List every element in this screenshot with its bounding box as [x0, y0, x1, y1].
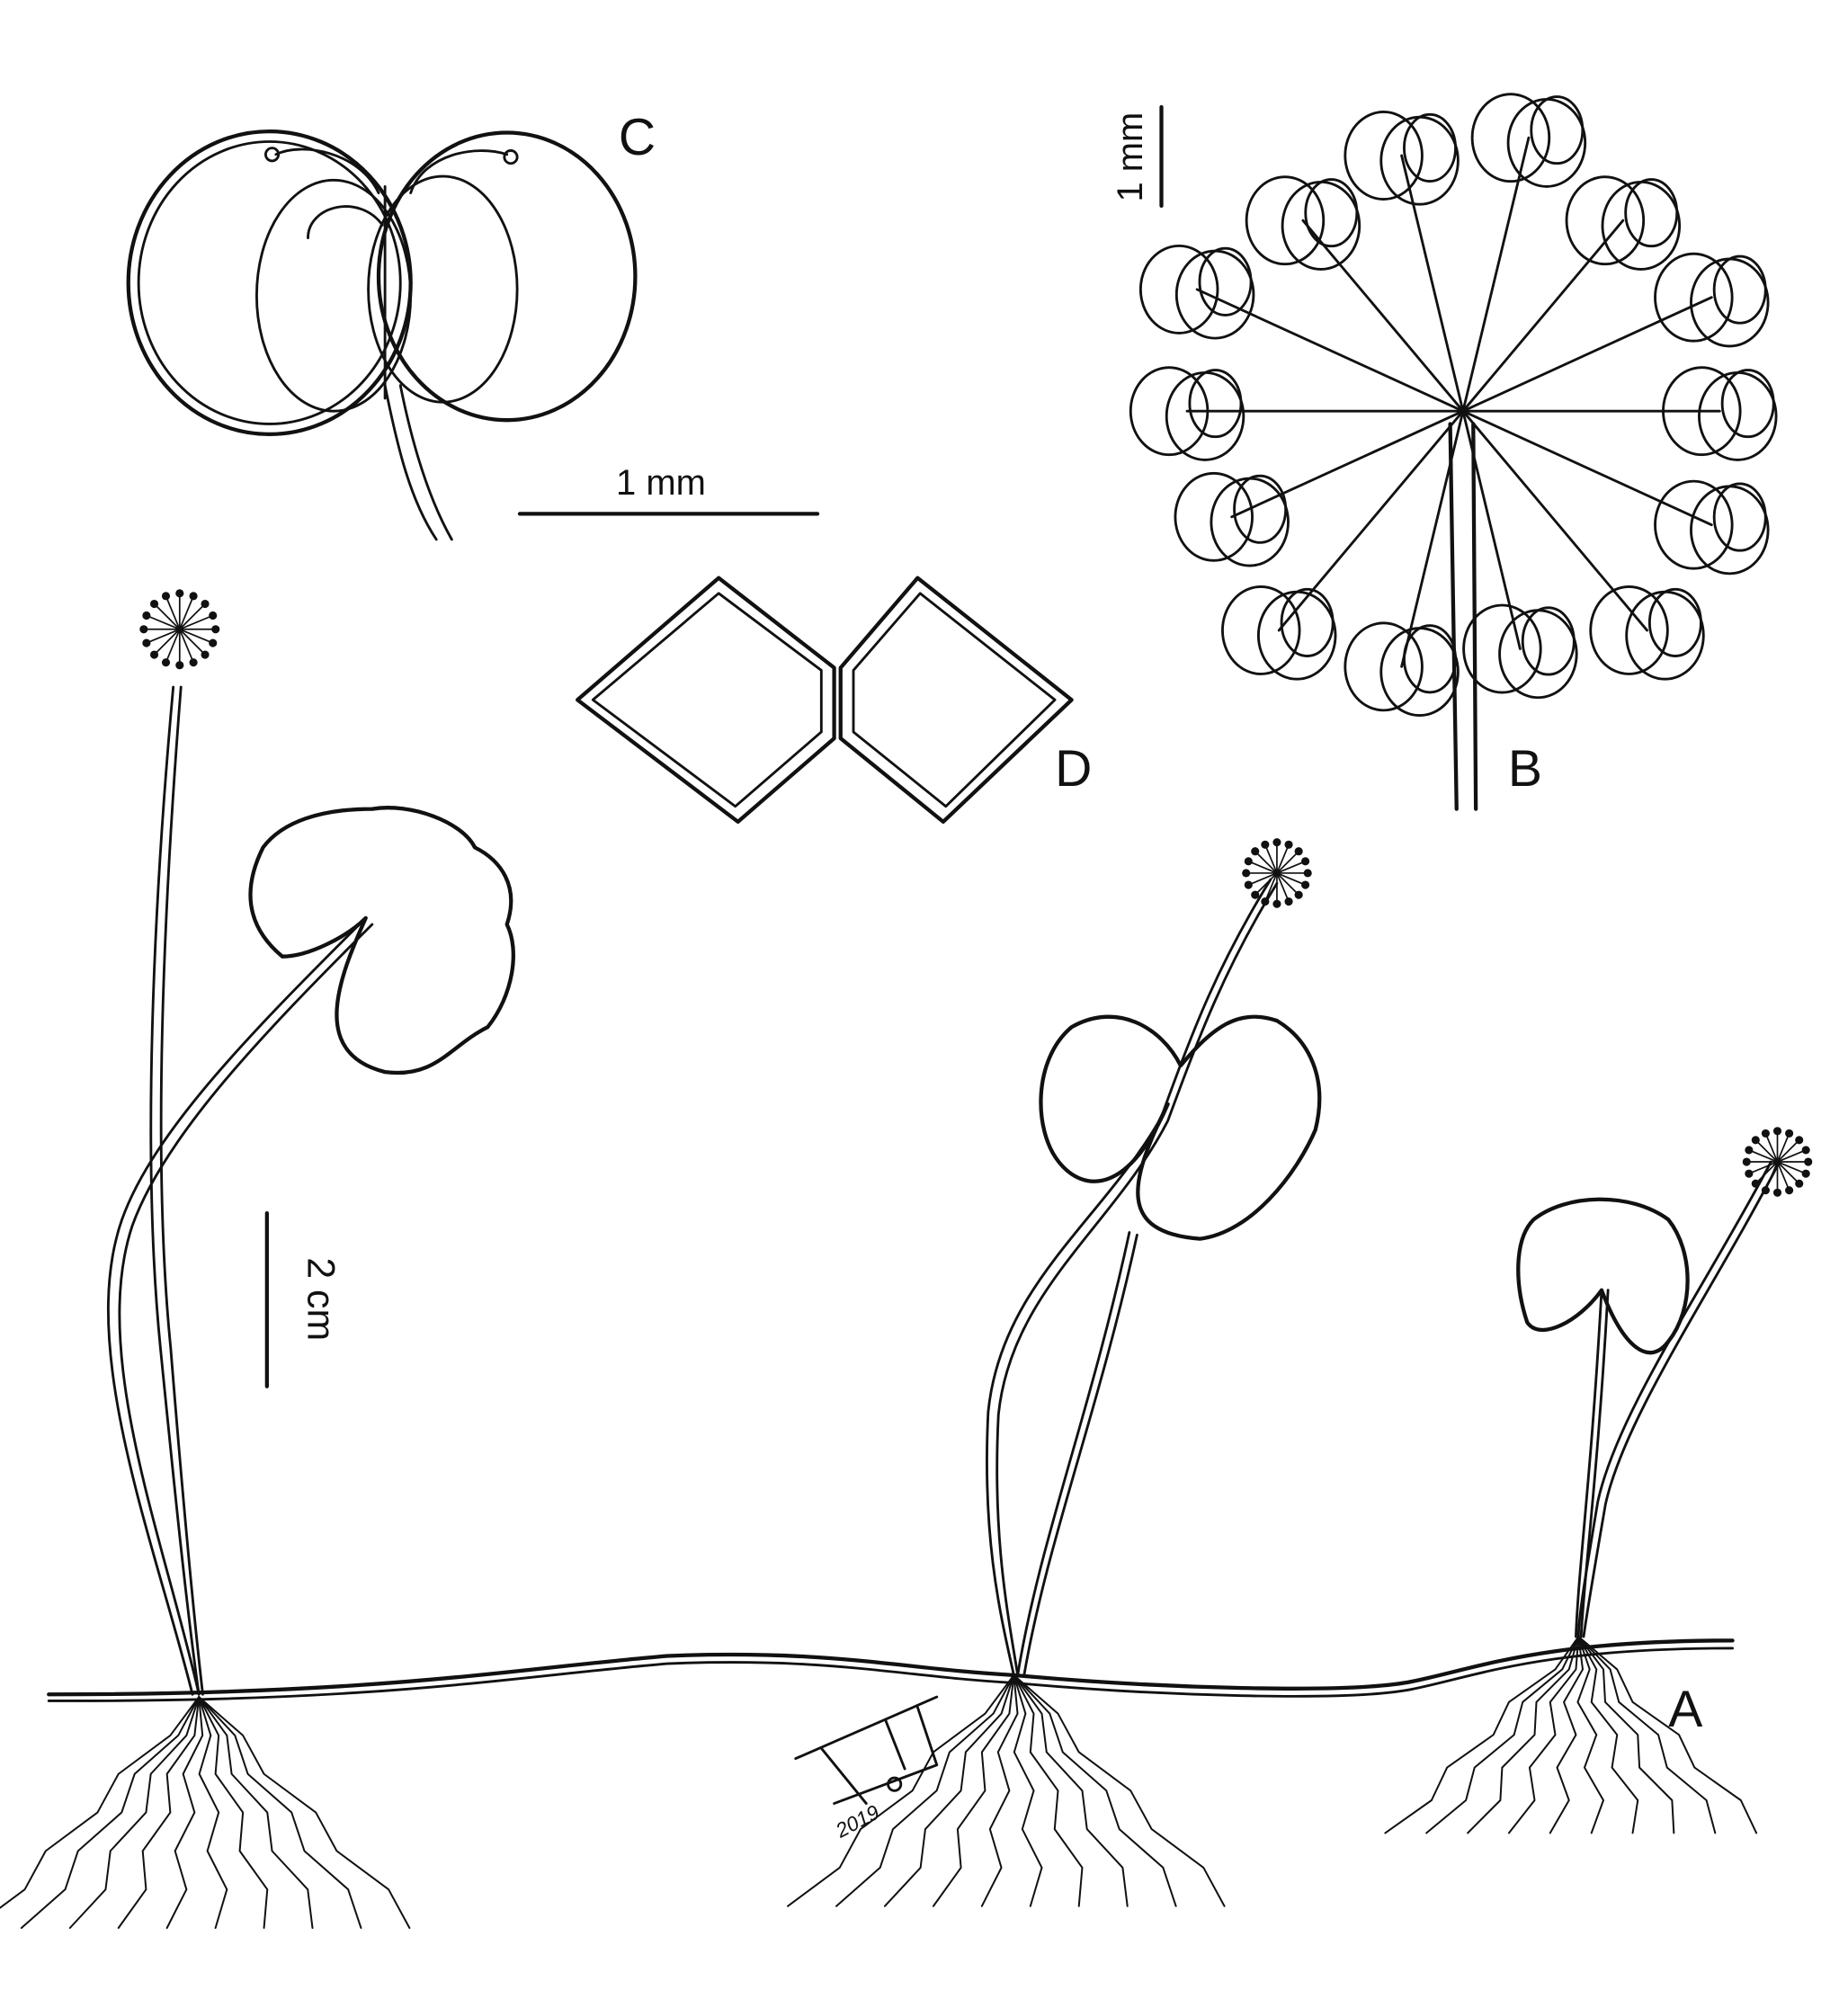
fruit — [1654, 252, 1770, 348]
fruit — [1344, 621, 1460, 718]
umbel-ray — [1400, 409, 1465, 668]
artist-signature: 2019 — [794, 1695, 939, 1843]
leaf — [1039, 1014, 1322, 1241]
panel-c-fruit — [126, 129, 638, 541]
roots — [0, 1696, 411, 1929]
fruit — [1654, 479, 1770, 576]
umbel-ray — [1230, 409, 1465, 519]
umbel-ray — [1461, 136, 1531, 413]
umbel-ray — [1461, 409, 1522, 650]
fruit — [1589, 585, 1705, 681]
umbel-ray — [1301, 219, 1465, 413]
fruit — [1221, 585, 1337, 681]
fruit — [1138, 244, 1255, 340]
leaf — [1516, 1197, 1690, 1355]
roots — [787, 1673, 1226, 1907]
panel-b-umbel — [1129, 93, 1778, 811]
umbel — [1742, 1127, 1813, 1197]
fruit — [1662, 366, 1778, 461]
stolon — [47, 1638, 1735, 1697]
panel-label-c: C — [619, 109, 656, 166]
umbel-ray — [1195, 288, 1465, 413]
leaf — [248, 806, 515, 1075]
umbel-ray — [1461, 296, 1713, 413]
panel-d-cross-section — [576, 576, 1074, 824]
panel-a-habit — [0, 589, 1813, 1929]
umbel-ray — [1400, 154, 1465, 413]
scale-bar-b-label: 1 mm — [1111, 112, 1150, 202]
fruit — [1462, 603, 1578, 700]
fruit — [1174, 471, 1290, 567]
roots — [1384, 1636, 1758, 1834]
scale-bar-a-label: 2 cm — [299, 1257, 343, 1341]
fruit — [1245, 175, 1361, 271]
fruit — [1565, 175, 1682, 271]
fruit — [1129, 366, 1245, 461]
umbel — [139, 589, 220, 670]
panel-label-a: A — [1668, 1681, 1702, 1738]
scale-bar-c-label: 1 mm — [616, 463, 706, 503]
fruit — [1470, 93, 1587, 188]
panel-label-b: B — [1508, 740, 1542, 798]
fruit — [1344, 111, 1460, 206]
umbel-ray — [1461, 409, 1713, 527]
umbel — [1242, 838, 1312, 908]
umbel-ray — [1461, 219, 1625, 413]
panel-label-d: D — [1055, 740, 1092, 798]
umbel-ray — [1461, 409, 1648, 632]
